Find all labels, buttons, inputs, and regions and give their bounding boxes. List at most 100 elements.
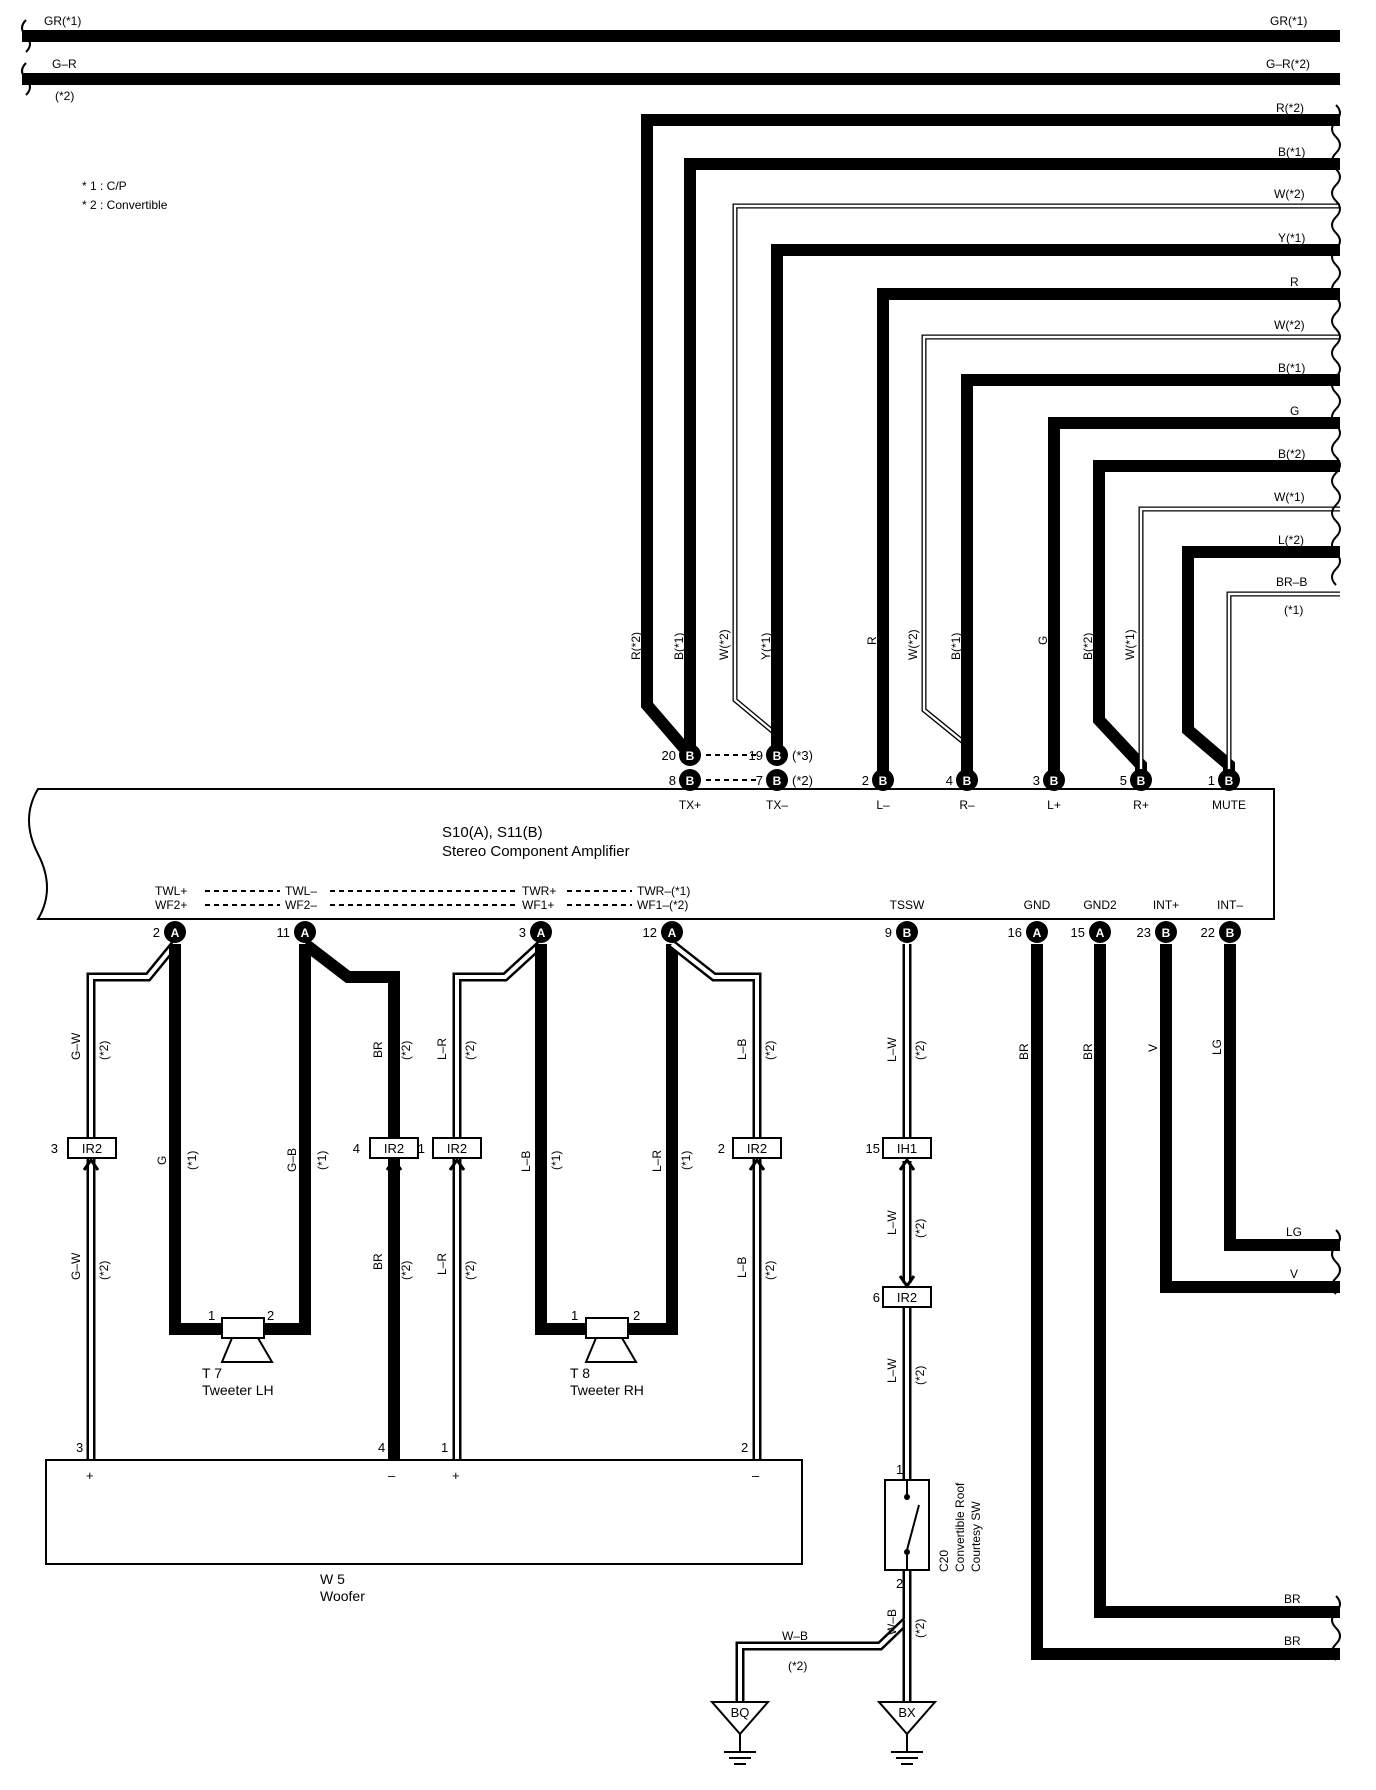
woofer-sign: + [452, 1468, 460, 1483]
right-wire-label: Y(*1) [1278, 231, 1305, 245]
tweeter-name: Tweeter LH [202, 1382, 274, 1398]
right-wire-label: W(*2) [1274, 187, 1305, 201]
woofer-name: Woofer [320, 1588, 365, 1604]
note-cp: * 1 : C/P [82, 179, 127, 193]
wire-label: W–B [885, 1609, 899, 1635]
connector-ir2-6: IR2 6 [873, 1275, 932, 1308]
amp-pin-circle [164, 921, 186, 943]
amp-title-name: Stereo Component Amplifier [442, 843, 630, 860]
wire-label: G–B [285, 1148, 299, 1172]
term-label: TSSW [890, 898, 925, 912]
amp-pin-circle [1218, 769, 1240, 791]
amp-bottom-terms: TWL+ WF2+ TWL– WF2– TWR+ WF1+ TWR–(*1) W… [155, 884, 1243, 912]
svg-text:3: 3 [51, 1141, 58, 1156]
term-label: GND2 [1083, 898, 1117, 912]
wire-label: (*2) [913, 1366, 927, 1385]
term-label: R– [959, 798, 975, 812]
term-label: GND [1024, 898, 1051, 912]
woofer-sign: + [86, 1468, 94, 1483]
amp-pin-num: 2 [862, 773, 869, 788]
lower-wire-labels: G–W (*2) G–W (*2) G (*1) G–B (*1) BR (*2… [69, 1032, 1224, 1673]
amp-pin-circle [1026, 921, 1048, 943]
amp-pin-circle [1043, 769, 1065, 791]
term-label: TX+ [679, 798, 701, 812]
wire-label: G–W [69, 1032, 83, 1060]
right-exit-label: LG [1286, 1225, 1302, 1239]
tweeter-pin: 2 [633, 1308, 640, 1323]
amp-pin-conn: B [1050, 774, 1059, 788]
switch-id: C20 [937, 1550, 951, 1572]
amp-pin-num: 5 [1120, 773, 1127, 788]
term-label: WF1+ [522, 898, 554, 912]
stereo-component-amplifier: S10(A), S11(B) Stereo Component Amplifie… [28, 788, 1275, 920]
vertical-wire-label: W(*1) [1123, 629, 1137, 660]
amp-pin-circle [896, 921, 918, 943]
switch-name-2: Courtesy SW [969, 1501, 983, 1572]
term-label: INT– [1217, 898, 1243, 912]
term-label: TX– [766, 798, 788, 812]
vertical-wire-label: R [865, 636, 879, 645]
right-wire-label: (*1) [1284, 603, 1303, 617]
convertible-roof-courtesy-switch: 1 2 C20 Convertible Roof Courtesy SW [884, 1462, 983, 1591]
term-label: TWR–(*1) [637, 884, 690, 898]
amp-pin-conn: B [1225, 774, 1234, 788]
wire-label: (*2) [97, 1261, 111, 1280]
amp-pin-num: 20 [662, 748, 676, 763]
amp-pin-num: 11 [277, 925, 291, 940]
svg-text:15: 15 [866, 1141, 880, 1156]
wire-label: L–W [885, 1210, 899, 1235]
woofer-pin: 2 [741, 1440, 748, 1455]
wire-label: (*2) [463, 1261, 477, 1280]
tweeter-pin: 1 [208, 1308, 215, 1323]
svg-text:IR2: IR2 [897, 1290, 917, 1305]
amp-pin-circle [1089, 921, 1111, 943]
wire-label: G–W [69, 1252, 83, 1280]
connector-ir2-1: IR2 1 [418, 1137, 482, 1171]
wire-label: BR [1081, 1043, 1095, 1060]
amp-pin-conn: A [537, 926, 546, 940]
wire-label-gr2-note: (*2) [55, 89, 74, 103]
amp-pin-num: 19 [749, 748, 763, 763]
term-label: TWL+ [155, 884, 187, 898]
right-wire-label: G [1290, 404, 1299, 418]
amp-pin-conn: B [773, 774, 782, 788]
tweeter-id: T 7 [202, 1365, 222, 1381]
amp-pin-circle [1155, 921, 1177, 943]
ground-bx: BX [876, 1701, 938, 1765]
term-label: TWR+ [522, 884, 556, 898]
amp-pin-num: 3 [519, 925, 526, 940]
woofer-sign: – [388, 1468, 396, 1483]
term-label: WF2+ [155, 898, 187, 912]
amp-pin-circle [661, 921, 683, 943]
vertical-wire-label: Y(*1) [759, 633, 773, 660]
right-wire-label: B(*1) [1278, 361, 1305, 375]
right-wire-label: W(*1) [1274, 490, 1305, 504]
term-label: TWL– [285, 884, 317, 898]
term-label: L– [876, 798, 890, 812]
amp-pin-num: 4 [946, 773, 953, 788]
wire-label: BR [1017, 1043, 1031, 1060]
wire-label: L–R [650, 1150, 664, 1172]
tweeter-name: Tweeter RH [570, 1382, 644, 1398]
wire-label-gr2-right: G–R(*2) [1266, 57, 1310, 71]
amp-pin-circle [872, 769, 894, 791]
tweeter-pin: 2 [267, 1308, 274, 1323]
amp-pin-num: 22 [1201, 925, 1215, 940]
amp-input-wires [641, 104, 1341, 780]
wire-label: (*2) [97, 1041, 111, 1060]
woofer-pin: 4 [378, 1440, 385, 1455]
amp-pin-num: 12 [643, 925, 657, 940]
connector-ih1-15: IH1 15 [866, 1137, 932, 1171]
amp-pin-circle [1219, 921, 1241, 943]
term-label: MUTE [1212, 798, 1246, 812]
wire-label: L–W [885, 1358, 899, 1383]
right-wire-label: R [1290, 275, 1299, 289]
svg-text:IR2: IR2 [747, 1141, 767, 1156]
ground-label: BQ [731, 1705, 750, 1720]
amp-pin-circle [766, 744, 788, 766]
wire-label-gr-right: GR(*1) [1270, 14, 1307, 28]
amp-top-terms: TX+ TX– L– R– L+ R+ MUTE [679, 798, 1246, 812]
wire-label: L–R [435, 1253, 449, 1275]
svg-text:4: 4 [353, 1141, 360, 1156]
